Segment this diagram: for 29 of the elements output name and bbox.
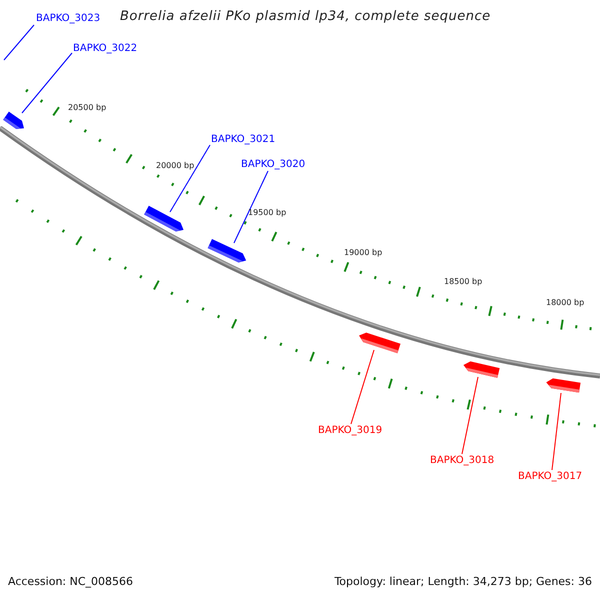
gene-label: BAPKO_3019	[318, 425, 382, 436]
leader-line	[170, 144, 210, 212]
gene-arrow	[359, 332, 401, 354]
gene-arrow	[144, 206, 184, 232]
accession-text: Accession: NC_008566	[8, 576, 134, 588]
scale-label: 19000 bp	[344, 249, 382, 258]
gene-arrow	[546, 378, 581, 393]
scale-label: 20500 bp	[68, 104, 106, 113]
gene-label: BAPKO_3023	[36, 13, 100, 24]
sequence-info-text: Topology: linear; Length: 34,273 bp; Genes: 36	[334, 576, 592, 588]
diagram-title: Borrelia afzelii PKo plasmid lp34, complete sequence	[120, 10, 491, 24]
gene-label: BAPKO_3017	[518, 471, 582, 482]
scale-label: 18000 bp	[546, 299, 584, 308]
gene-arrow	[463, 361, 500, 378]
gene-arrow	[208, 239, 246, 262]
gene-label: BAPKO_3020	[241, 159, 306, 170]
gene-arrow	[3, 112, 24, 129]
leader-line	[4, 24, 34, 60]
gene-label: BAPKO_3022	[73, 43, 138, 54]
leader-line	[234, 170, 268, 244]
gene-label: BAPKO_3021	[211, 134, 276, 145]
scale-label: 20000 bp	[156, 162, 194, 171]
scale-label: 19500 bp	[248, 209, 286, 218]
leader-line	[22, 52, 72, 114]
leader-line	[462, 376, 478, 454]
leader-line	[350, 350, 374, 424]
gene-label: BAPKO_3018	[430, 455, 494, 466]
scale-label: 18500 bp	[444, 278, 482, 287]
leader-line	[552, 392, 562, 470]
